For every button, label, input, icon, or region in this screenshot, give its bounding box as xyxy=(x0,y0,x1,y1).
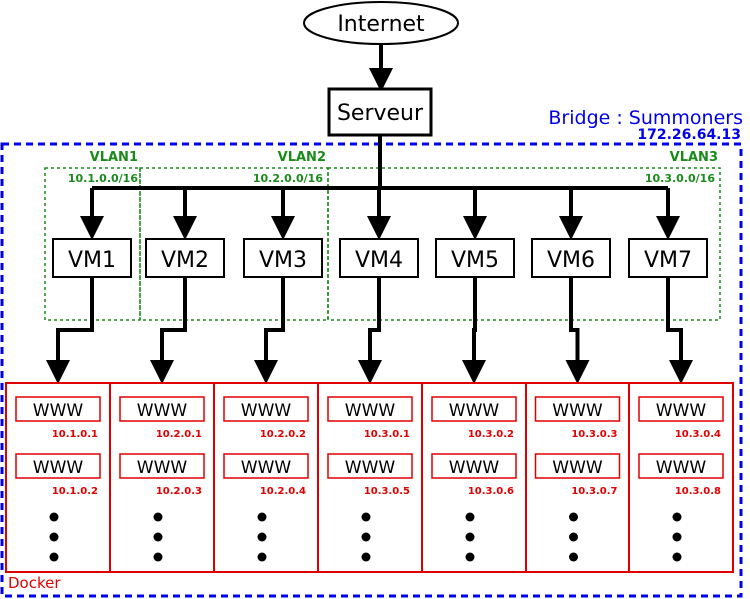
container-ip: 10.2.0.1 xyxy=(156,429,202,440)
container-label: WWW xyxy=(241,458,292,478)
bridge-ip: 172.26.64.13 xyxy=(637,127,741,143)
vm3-node xyxy=(243,238,323,278)
vlan-2-network: 10.2.0.0/16 xyxy=(253,172,323,185)
container-label: WWW xyxy=(33,458,84,478)
container-ip: 10.2.0.2 xyxy=(260,429,306,440)
more-containers-dot xyxy=(361,552,371,562)
container-box xyxy=(431,453,517,479)
container-ip: 10.3.0.6 xyxy=(468,486,514,497)
vm5-node xyxy=(435,238,515,278)
container-ip: 10.2.0.4 xyxy=(260,486,306,497)
more-containers-dot xyxy=(569,532,578,542)
more-containers-dot xyxy=(257,552,267,562)
bridge-title: Bridge : Summoners xyxy=(548,107,743,129)
container-ip: 10.3.0.1 xyxy=(364,429,410,440)
more-containers-dot xyxy=(153,532,163,542)
container-label: WWW xyxy=(345,458,396,478)
container-label: WWW xyxy=(137,401,188,421)
vlan-2-group xyxy=(139,167,329,321)
more-containers-dot xyxy=(465,512,475,522)
container-label: WWW xyxy=(137,458,188,478)
more-containers-dot xyxy=(672,512,682,522)
vm7-node xyxy=(628,238,708,278)
vm6-label: VM6 xyxy=(547,248,595,273)
container-box xyxy=(534,453,621,479)
container-box xyxy=(223,453,309,479)
vm2-label: VM2 xyxy=(161,248,209,273)
container-ip: 10.3.0.4 xyxy=(675,429,721,440)
more-containers-dot xyxy=(153,552,163,562)
more-containers-dot xyxy=(49,532,59,542)
container-box xyxy=(327,453,413,479)
container-box xyxy=(327,396,413,422)
container-box xyxy=(119,396,205,422)
bridge-border xyxy=(0,142,743,598)
more-containers-dot xyxy=(672,552,682,562)
docker-host-7 xyxy=(628,382,734,573)
vm7-docker-link xyxy=(666,277,693,384)
container-ip: 10.3.0.7 xyxy=(571,486,617,497)
vlan-2-name: VLAN2 xyxy=(278,150,326,165)
container-label: WWW xyxy=(656,458,707,478)
more-containers-dot xyxy=(257,512,267,522)
vm1-docker-link xyxy=(46,277,94,384)
internet-label: Internet xyxy=(337,12,425,37)
container-ip: 10.3.0.3 xyxy=(571,429,617,440)
container-label: WWW xyxy=(552,458,603,478)
container-label: WWW xyxy=(449,401,500,421)
container-label: WWW xyxy=(552,401,603,421)
more-containers-dot xyxy=(361,512,371,522)
vm4-docker-link xyxy=(358,277,382,384)
container-label: WWW xyxy=(345,401,396,421)
container-ip: 10.1.0.1 xyxy=(52,429,98,440)
vm7-label: VM7 xyxy=(644,248,692,273)
container-label: WWW xyxy=(656,401,707,421)
container-box xyxy=(534,396,621,422)
container-label: WWW xyxy=(33,401,84,421)
vm3-label: VM3 xyxy=(259,248,307,273)
container-box xyxy=(431,396,517,422)
vlan-3-network: 10.3.0.0/16 xyxy=(645,172,715,185)
container-box xyxy=(638,453,724,479)
server-label: Serveur xyxy=(337,101,424,126)
vm6-docker-link xyxy=(565,277,590,384)
more-containers-dot xyxy=(153,512,163,522)
more-containers-dot xyxy=(569,512,578,522)
container-box xyxy=(15,453,101,479)
vm3-docker-link xyxy=(254,277,285,384)
more-containers-dot xyxy=(569,552,578,562)
container-box xyxy=(15,396,101,422)
container-ip: 10.2.0.3 xyxy=(156,486,202,497)
vlan-1-name: VLAN1 xyxy=(90,150,138,165)
container-box xyxy=(119,453,205,479)
more-containers-dot xyxy=(672,532,682,542)
vlan-3-name: VLAN3 xyxy=(670,150,718,165)
container-label: WWW xyxy=(449,458,500,478)
more-containers-dot xyxy=(49,552,59,562)
container-box xyxy=(638,396,724,422)
vm2-docker-link xyxy=(150,277,187,384)
more-containers-dot xyxy=(257,532,267,542)
vm5-label: VM5 xyxy=(451,248,499,273)
vlan-3-group xyxy=(327,167,721,321)
container-ip: 10.1.0.2 xyxy=(52,486,98,497)
vm1-label: VM1 xyxy=(68,248,116,273)
more-containers-dot xyxy=(465,532,475,542)
more-containers-dot xyxy=(465,552,475,562)
docker-label: Docker xyxy=(8,574,61,592)
container-ip: 10.3.0.2 xyxy=(468,429,514,440)
vm4-label: VM4 xyxy=(355,248,403,273)
vm-columns: VM1WWW10.1.0.1WWW10.1.0.2VM2WWW10.2.0.1W… xyxy=(5,188,734,573)
more-containers-dot xyxy=(49,512,59,522)
container-box xyxy=(223,396,309,422)
more-containers-dot xyxy=(361,532,371,542)
container-label: WWW xyxy=(241,401,292,421)
vlan-groups: VLAN1 10.1.0.0/16 VLAN2 10.2.0.0/16 VLAN3 10.… xyxy=(44,150,721,321)
container-ip: 10.3.0.8 xyxy=(675,486,721,497)
server-node xyxy=(327,87,433,137)
vm5-docker-link xyxy=(462,277,486,384)
container-ip: 10.3.0.5 xyxy=(364,486,410,497)
vlan-1-network: 10.1.0.0/16 xyxy=(68,172,138,185)
